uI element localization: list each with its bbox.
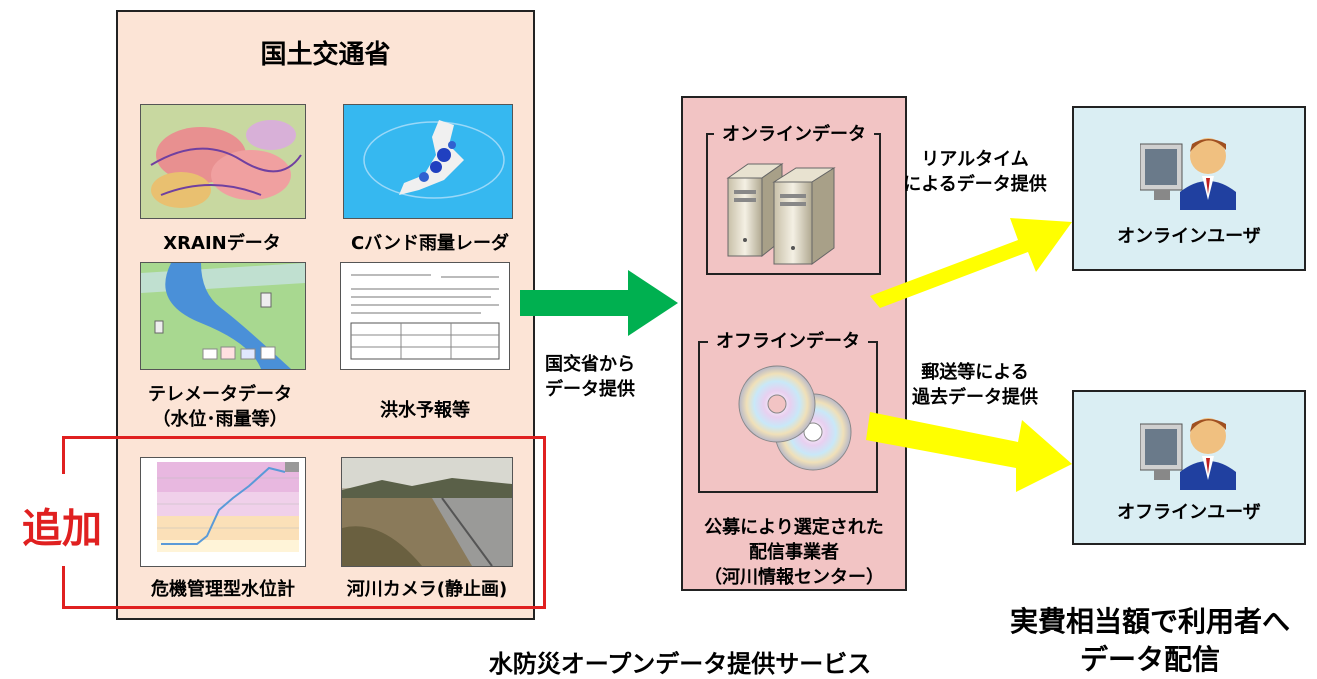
green-arrow [520, 270, 678, 336]
flood-forecast-image [340, 262, 510, 370]
xrain-image [140, 104, 306, 219]
water-level-chart-image [140, 457, 306, 567]
offline-data-label: オフラインデータ [708, 327, 868, 353]
xrain-label: XRAINデータ [163, 233, 281, 254]
added-label: 追加 [22, 506, 102, 552]
distributor-name-1: 公募により選定された [704, 517, 884, 538]
offline-user-label: オフラインユーザ [1117, 502, 1261, 523]
online-user-label: オンラインユーザ [1117, 226, 1261, 247]
cband-label: Cバンド雨量レーダ [350, 233, 510, 254]
yellow-arrow-offline [866, 412, 1072, 492]
river-camera-image [341, 457, 513, 567]
mail-label-1: 郵送等による [921, 362, 1029, 383]
water-level-label: 危機管理型水位計 [151, 579, 295, 600]
cd-disc-icon [738, 365, 852, 471]
service-title: 水防災オープンデータ提供サービス [488, 650, 872, 678]
telemeter-image [140, 262, 306, 370]
provide-label-2: データ提供 [545, 379, 635, 400]
cband-radar-image [343, 104, 513, 219]
server-icon [726, 163, 836, 265]
user-computer-icon [1140, 138, 1236, 210]
user-computer-icon [1140, 418, 1236, 490]
telemeter-label-2: （水位･雨量等） [152, 409, 288, 430]
online-data-label: オンラインデータ [714, 120, 874, 146]
cost-label-2: データ配信 [1079, 643, 1220, 676]
ministry-title: 国土交通省 [260, 40, 391, 70]
mail-label-2: 過去データ提供 [912, 387, 1038, 408]
yellow-arrow-online [870, 218, 1072, 308]
cost-label-1: 実費相当額で利用者へ [1009, 605, 1290, 638]
distributor-name-3: （河川情報センター） [704, 567, 884, 588]
telemeter-label-1: テレメータデータ [148, 384, 292, 405]
river-camera-label: 河川カメラ(静止画) [346, 579, 508, 600]
realtime-label-2: によるデータ提供 [903, 174, 1047, 195]
flood-forecast-label: 洪水予報等 [380, 400, 470, 421]
provide-label-1: 国交省から [545, 354, 635, 375]
distributor-name-2: 配信事業者 [749, 542, 839, 563]
realtime-label-1: リアルタイム [921, 149, 1029, 170]
added-box-gap [58, 474, 70, 566]
